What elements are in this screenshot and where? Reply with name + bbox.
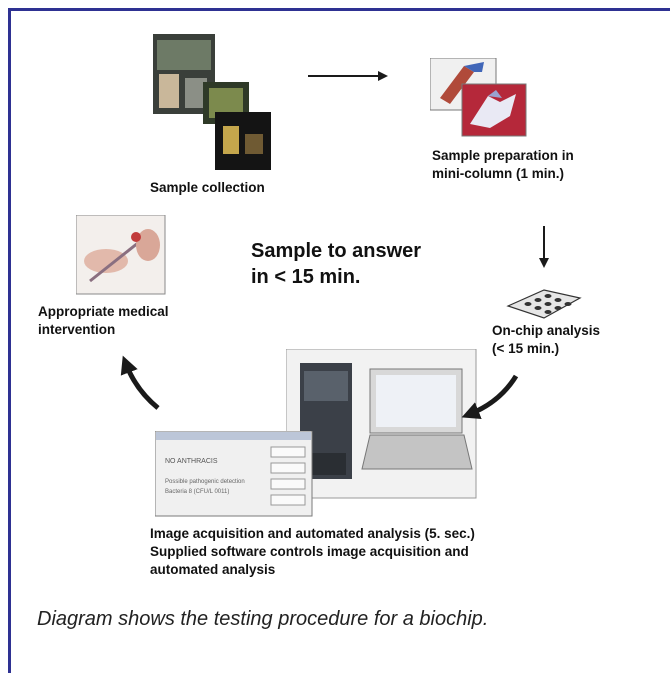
label-sample-collection: Sample collection: [150, 180, 265, 195]
figure-caption: Diagram shows the testing procedure for …: [37, 608, 489, 630]
label-on-chip-analysis: On-chip analysis (< 15 min.): [492, 323, 601, 356]
software-line-1: NO ANTHRACIS: [165, 458, 218, 465]
label-image-acquisition: Image acquisition and automated analysis…: [150, 526, 475, 577]
medical-intervention-picture: [76, 215, 166, 295]
frame-left-border: [8, 8, 11, 673]
label-sample-preparation: Sample preparation in mini-column (1 min…: [432, 148, 574, 181]
software-line-3: Bacteria 8 (CFU/L 0011): [165, 489, 229, 495]
label-medical-intervention: Appropriate medical intervention: [38, 304, 169, 337]
arrow-chip-to-instrument: [461, 374, 519, 420]
instrument-laptop-picture: [286, 349, 477, 499]
sample-prep-picture: [430, 58, 528, 138]
biochip-picture: [504, 284, 582, 320]
arrow-analysis-to-intervention: [120, 355, 160, 410]
software-line-2: Possible pathogenic detection: [165, 479, 245, 485]
frame-top-border: [8, 8, 670, 11]
software-window-screenshot: NO ANTHRACIS Possible pathogenic detecti…: [155, 431, 313, 517]
sample-collection-photos: [153, 34, 273, 172]
label-sample-to-answer: Sample to answer in < 15 min.: [251, 240, 422, 288]
